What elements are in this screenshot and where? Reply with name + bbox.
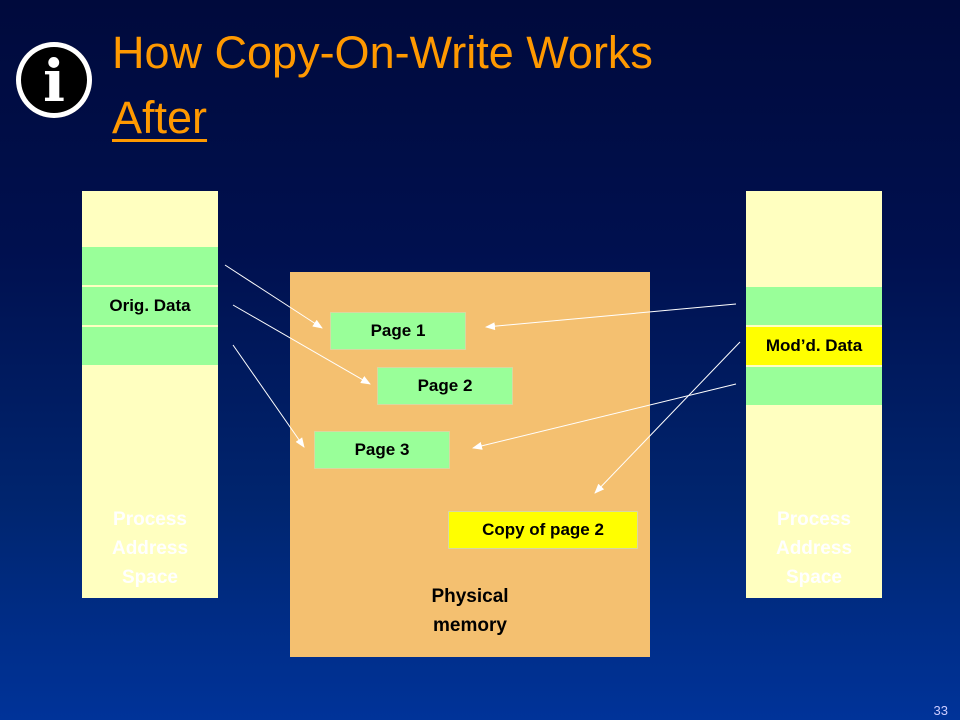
arrow-right-slot2-to-copy	[594, 341, 741, 494]
slide-number: 33	[933, 703, 948, 718]
memory-page-2: Page 2	[377, 367, 513, 405]
info-icon-glyph: i	[42, 47, 66, 115]
right-page-slot-1	[746, 287, 882, 325]
right-caption-line-2: Address	[775, 538, 853, 559]
left-caption-line-3: Space	[122, 567, 178, 588]
right-process-address-space: Mod’d. Data Process Address Space	[746, 191, 882, 598]
arrow-right-slot1-to-page1	[485, 303, 737, 331]
slide-title-line-2: After	[112, 92, 208, 143]
memory-page-1: Page 1	[330, 312, 466, 350]
memory-caption-line-2: memory	[433, 615, 507, 636]
copy-of-page-2: Copy of page 2	[448, 511, 638, 549]
memory-caption-line-1: Physical	[431, 586, 509, 607]
left-page-slot-2: Orig. Data	[82, 285, 218, 327]
left-caption-line-1: Process	[113, 509, 187, 530]
right-caption-line-3: Space	[786, 567, 842, 588]
modd-data-label: Mod’d. Data	[765, 336, 863, 355]
left-page-slot-1	[82, 247, 218, 285]
arrow-left-slot3-to-page3	[232, 344, 305, 448]
slide-title-line-1: How Copy-On-Write Works	[112, 27, 653, 78]
left-process-address-space: Orig. Data Process Address Space	[82, 191, 218, 598]
right-page-slot-3	[746, 367, 882, 405]
right-caption-line-1: Process	[777, 509, 851, 530]
physical-memory-caption: Physical memory	[400, 582, 540, 640]
memory-page-3: Page 3	[314, 431, 450, 469]
physical-memory: Page 1 Page 2 Page 3 Copy of page 2 Phys…	[290, 272, 650, 657]
right-page-slot-2: Mod’d. Data	[746, 325, 882, 367]
info-icon: i	[16, 42, 92, 118]
right-process-caption: Process Address Space	[746, 505, 882, 592]
left-process-caption: Process Address Space	[82, 505, 218, 592]
left-page-slot-3	[82, 327, 218, 365]
arrow-right-slot3-to-page3	[472, 383, 737, 450]
arrow-left-slot2-to-page2	[232, 304, 371, 385]
arrow-left-slot1-to-page1	[224, 264, 323, 329]
left-caption-line-2: Address	[111, 538, 189, 559]
orig-data-label: Orig. Data	[109, 296, 191, 315]
